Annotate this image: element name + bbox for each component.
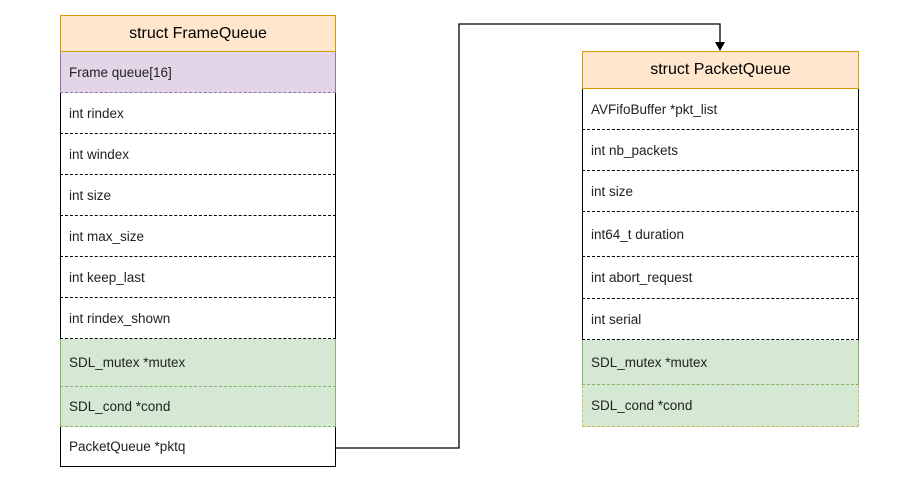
field-serial: int serial	[582, 299, 859, 340]
packet-queue-title: struct PacketQueue	[582, 51, 859, 89]
field-cond: SDL_cond *cond	[582, 385, 859, 427]
field-size: int size	[582, 171, 859, 212]
packet-queue-struct[interactable]: struct PacketQueue AVFifoBuffer *pkt_lis…	[582, 51, 859, 427]
field-abort-request: int abort_request	[582, 257, 859, 299]
field-cond: SDL_cond *cond	[60, 387, 336, 427]
field-rindex-shown: int rindex_shown	[60, 298, 336, 339]
field-pkt-list: AVFifoBuffer *pkt_list	[582, 89, 859, 130]
field-max-size: int max_size	[60, 216, 336, 257]
field-windex: int windex	[60, 134, 336, 175]
frame-queue-title: struct FrameQueue	[60, 15, 336, 52]
field-duration: int64_t duration	[582, 212, 859, 257]
field-rindex: int rindex	[60, 93, 336, 134]
connector-arrowhead	[715, 42, 725, 51]
frame-queue-struct[interactable]: struct FrameQueue Frame queue[16] int ri…	[60, 15, 336, 467]
field-nb-packets: int nb_packets	[582, 130, 859, 171]
field-frame-queue: Frame queue[16]	[60, 52, 336, 93]
field-mutex: SDL_mutex *mutex	[60, 339, 336, 387]
field-pktq: PacketQueue *pktq	[60, 427, 336, 467]
field-keep-last: int keep_last	[60, 257, 336, 298]
field-size: int size	[60, 175, 336, 216]
field-mutex: SDL_mutex *mutex	[582, 340, 859, 385]
